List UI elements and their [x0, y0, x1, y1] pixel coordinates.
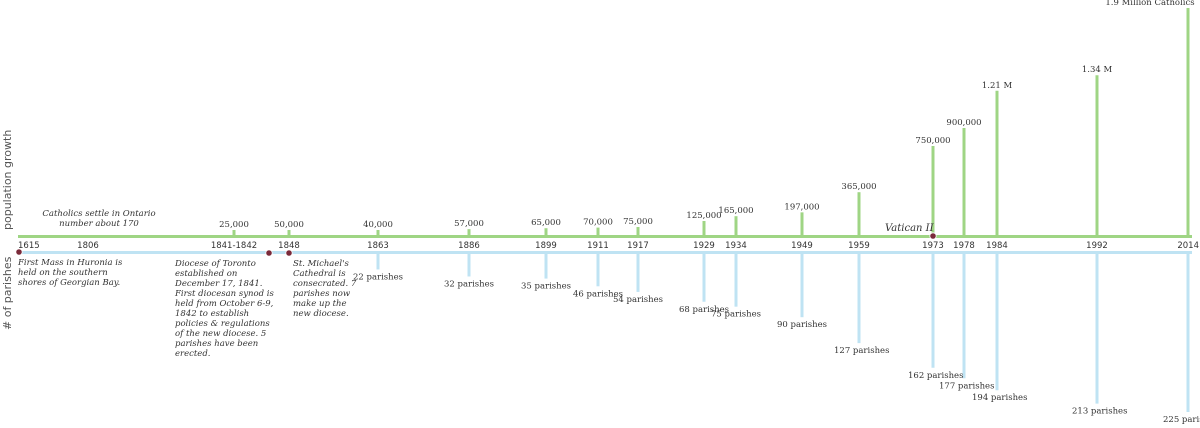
population-label-1841-1842: 25,000	[219, 220, 249, 230]
population-bars	[232, 8, 1190, 236]
population-label-1929: 125,000	[686, 211, 721, 221]
year-label-1929: 1929	[693, 241, 715, 251]
year-label-1911: 1911	[587, 241, 609, 251]
population-label-2014: 1.9 Million Catholics	[1105, 0, 1194, 8]
annotation-1615: First Mass in Huronia is held on the sou…	[18, 258, 123, 288]
parish-label-1959: 127 parishes	[834, 346, 889, 356]
parish-label-1929: 68 parishes	[679, 305, 729, 315]
year-label-1949: 1949	[791, 241, 813, 251]
population-label-1911: 70,000	[583, 218, 613, 228]
population-label-1917: 75,000	[623, 217, 653, 227]
annotation-1806: Catholics settle in Ontario number about…	[42, 209, 156, 229]
year-label-1934: 1934	[725, 241, 747, 251]
parish-label-1973: 162 parishes	[908, 371, 963, 381]
population-label-1992: 1.34 M	[1082, 65, 1113, 75]
parish-label-1917: 54 parishes	[613, 295, 663, 305]
year-label-1899: 1899	[535, 241, 557, 251]
population-axis-label: population growth	[1, 129, 14, 230]
year-label-1806: 1806	[77, 241, 99, 251]
year-label-1886: 1886	[458, 241, 480, 251]
year-label-1984: 1984	[986, 241, 1008, 251]
parish-label-1949: 90 parishes	[777, 320, 827, 330]
year-label-1973: 1973	[922, 241, 944, 251]
population-label-1934: 165,000	[718, 206, 753, 216]
parish-label-1863: 22 parishes	[353, 272, 403, 282]
year-label-1863: 1863	[367, 241, 389, 251]
year-label-1992: 1992	[1086, 241, 1108, 251]
year-label-1959: 1959	[848, 241, 870, 251]
parish-label-1899: 35 parishes	[521, 282, 571, 292]
annotation-1848: St. Michael's Cathedral is consecrated. …	[293, 259, 357, 319]
population-label-1978: 900,000	[946, 118, 981, 128]
year-label-1615: 1615	[18, 241, 40, 251]
annotation-1841-1842: Diocese of Toronto established on Decemb…	[175, 259, 274, 359]
marker-1973	[929, 232, 937, 240]
population-label-1899: 65,000	[531, 218, 561, 228]
population-label-1973: 750,000	[915, 136, 950, 146]
year-label-2014: 2014	[1177, 241, 1199, 251]
annotation-vatican-ii: Vatican II	[885, 223, 934, 234]
parish-bars	[376, 254, 1190, 412]
parish-label-1992: 213 parishes	[1072, 407, 1127, 417]
parish-label-1934: 75 parishes	[711, 310, 761, 320]
population-label-1984: 1.21 M	[982, 81, 1013, 91]
population-label-1886: 57,000	[454, 219, 484, 229]
population-data-labels: 25,000 50,000 40,000 57,000 65,000 70,000 75,0…	[219, 0, 1194, 230]
parish-label-1886: 32 parishes	[444, 279, 494, 289]
marker-1848	[285, 249, 293, 257]
parish-label-1911: 46 parishes	[573, 289, 623, 299]
population-label-1848: 50,000	[274, 220, 304, 230]
population-label-1949: 197,000	[784, 202, 819, 212]
parish-label-2014: 225 parishes	[1163, 415, 1200, 424]
marker-1615	[15, 248, 23, 256]
marker-1841-1842	[265, 249, 273, 257]
year-label-1848: 1848	[278, 241, 300, 251]
parish-label-1978: 177 parishes	[939, 381, 994, 391]
parish-label-1984: 194 parishes	[972, 393, 1027, 403]
parishes-axis-label: # of parishes	[1, 256, 14, 330]
event-markers	[15, 232, 937, 257]
year-tick-labels: 1615 1806 1841-1842 1848 1863 1886 1899 1911 191…	[18, 241, 1199, 251]
population-label-1959: 365,000	[841, 182, 876, 192]
year-label-1917: 1917	[627, 241, 649, 251]
year-label-1841-1842: 1841-1842	[211, 241, 257, 251]
population-label-1863: 40,000	[363, 220, 393, 230]
year-label-1978: 1978	[953, 241, 975, 251]
